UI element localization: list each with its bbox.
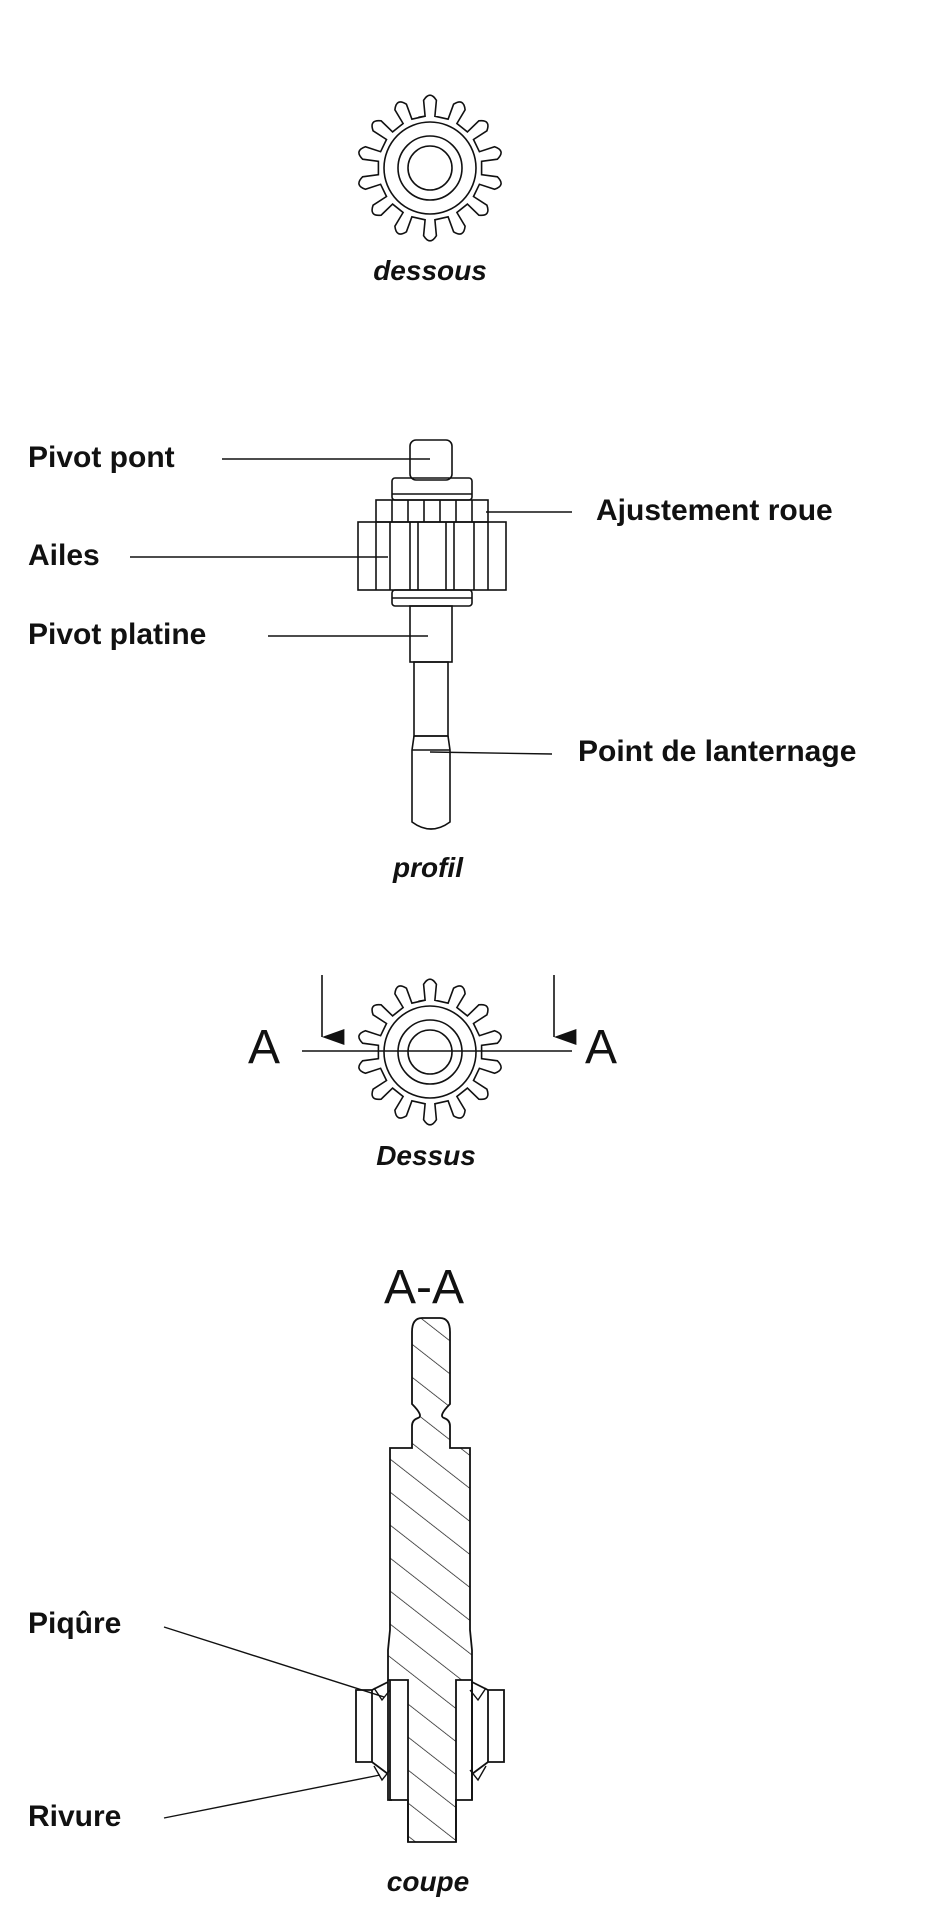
- label-pivot-platine: Pivot platine: [28, 618, 207, 651]
- gear-hub-ring: [383, 1005, 477, 1099]
- gear-hub-ring: [383, 121, 477, 215]
- gear-collar-ring: [397, 135, 463, 201]
- section-mark-right: A: [585, 1021, 618, 1074]
- gear-collar-ring: [397, 1019, 463, 1085]
- pivot-platine-part: [409, 605, 453, 663]
- section-leaders: [163, 1626, 385, 1819]
- label-pivot-pont: Pivot pont: [28, 441, 175, 474]
- section-mark-left: A: [248, 1021, 281, 1074]
- caption-dessous: dessous: [373, 255, 487, 286]
- caption-profil: profil: [393, 852, 463, 883]
- pivot-pont-part: [409, 439, 453, 481]
- leader-rivure: [163, 1774, 381, 1819]
- leader-piqure: [163, 1626, 385, 1698]
- caption-coupe: coupe: [386, 1866, 470, 1897]
- gear-teeth-outline: [358, 978, 502, 1126]
- label-ajustement-roue: Ajustement roue: [596, 494, 833, 527]
- section-shaft: [387, 1317, 473, 1843]
- gear-pivot-hole: [407, 145, 453, 191]
- arbor-lower: [411, 735, 451, 830]
- leader-point-lanternage: [429, 751, 553, 755]
- label-rivure: Rivure: [28, 1800, 122, 1833]
- pinion-bottom-view: [358, 94, 502, 242]
- label-ailes: Ailes: [28, 539, 100, 572]
- ailes-body: [357, 521, 507, 591]
- top-collar: [391, 477, 473, 501]
- pinion-profile-view: [357, 439, 507, 830]
- gear-pivot-hole: [407, 1029, 453, 1075]
- caption-dessus: Dessus: [376, 1140, 476, 1171]
- pinion-section-view: [355, 1317, 505, 1843]
- pinion-top-view: [358, 978, 502, 1126]
- section-line-a-a: [302, 975, 577, 1052]
- section-title: A-A: [384, 1261, 465, 1314]
- arbor-upper: [413, 661, 449, 737]
- profile-leaders: [130, 458, 572, 755]
- label-piqure: Piqûre: [28, 1607, 122, 1640]
- gear-teeth-outline: [358, 94, 502, 242]
- label-point-lanternage: Point de lanternage: [578, 735, 857, 768]
